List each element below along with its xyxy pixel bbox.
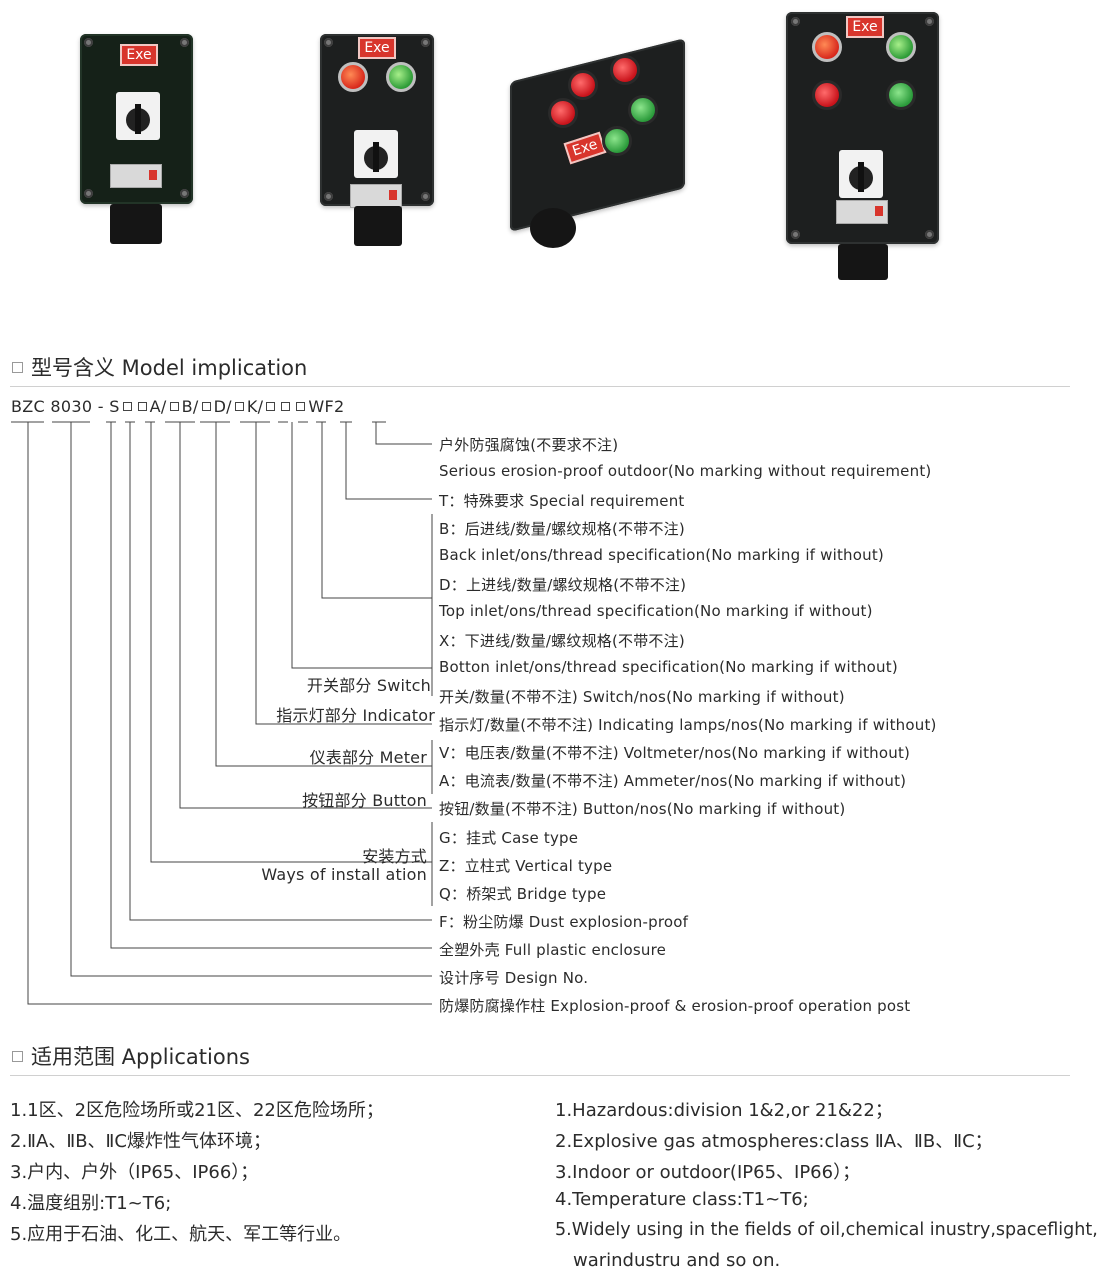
- desc-special: T：特殊要求 Special requirement: [439, 492, 685, 510]
- cable-gland: [110, 204, 162, 244]
- desc-full-plastic: 全塑外壳 Full plastic enclosure: [439, 941, 667, 959]
- cable-gland: [838, 244, 888, 280]
- push-button-red: [610, 55, 640, 85]
- desc-vertical-type: Z：立柱式 Vertical type: [439, 857, 613, 875]
- rotary-switch: [116, 92, 160, 140]
- push-button-red: [812, 80, 842, 110]
- code-wf2: WF2: [308, 397, 345, 416]
- screw: [925, 230, 934, 239]
- push-button-green: [602, 126, 632, 156]
- code-dash: -: [97, 397, 104, 416]
- screw: [84, 38, 93, 47]
- application-en-5: 5.Widely using in the fields of oil,chem…: [555, 1220, 1098, 1240]
- push-button-green: [628, 95, 658, 125]
- section-title-model: 型号含义 Model implication: [12, 352, 307, 382]
- product-photo-3: Exe: [500, 38, 695, 255]
- desc-bottom-inlet-cn: X：下进线/数量/螺纹规格(不带不注): [439, 632, 685, 650]
- desc-top-inlet-en: Top inlet/ons/thread specification(No ma…: [439, 602, 873, 620]
- desc-switch: 开关/数量(不带不注) Switch/nos(No marking if wit…: [439, 688, 845, 706]
- label-switch: 开关部分 Switch: [306, 676, 431, 695]
- screw: [421, 192, 430, 201]
- application-cn-2: 2.ⅡA、ⅡB、ⅡC爆炸性气体环境；: [10, 1131, 271, 1152]
- square-bullet-icon: [12, 362, 23, 373]
- code-bzc: BZC: [11, 397, 46, 416]
- desc-back-inlet-cn: B：后进线/数量/螺纹规格(不带不注): [439, 520, 685, 538]
- nameplate: [110, 164, 162, 188]
- indicator-lamp-red: [812, 32, 842, 62]
- desc-operation-post: 防爆防腐操作柱 Explosion-proof & erosion-proof …: [439, 997, 911, 1015]
- desc-back-inlet-en: Back inlet/ons/thread specification(No m…: [439, 546, 884, 564]
- desc-bottom-inlet-en: Botton inlet/ons/thread specification(No…: [439, 658, 898, 676]
- nameplate: [836, 200, 888, 224]
- product-photo-4: Exe: [786, 12, 941, 280]
- screw: [180, 38, 189, 47]
- label-install-en: Ways of install ation: [261, 865, 427, 884]
- screw: [180, 189, 189, 198]
- section-title-applications: 适用范围 Applications: [12, 1041, 250, 1071]
- application-en-1: 1.Hazardous:division 1&2,or 21&22；: [555, 1100, 893, 1121]
- screw: [324, 192, 333, 201]
- exe-label: Exe: [120, 44, 158, 66]
- desc-ammeter: A：电流表/数量(不带不注) Ammeter/nos(No marking if…: [439, 772, 907, 790]
- push-button-red: [568, 70, 598, 100]
- application-cn-3: 3.户内、户外（IP65、IP66）；: [10, 1162, 259, 1183]
- code-num: 8030: [50, 397, 93, 416]
- code-b: B/: [181, 397, 199, 416]
- label-meter: 仪表部分 Meter: [309, 748, 427, 767]
- product-photo-1: Exe: [80, 34, 195, 249]
- cable-gland: [530, 208, 576, 248]
- application-en-2: 2.Explosive gas atmospheres:class ⅡA、ⅡB、…: [555, 1131, 993, 1152]
- desc-bridge-type: Q：桥架式 Bridge type: [439, 885, 607, 903]
- label-install-cn: 安装方式: [362, 847, 427, 866]
- application-cn-4: 4.温度组别:T1~T6;: [10, 1193, 172, 1214]
- label-button: 按钮部分 Button: [302, 791, 427, 810]
- desc-top-inlet-cn: D：上进线/数量/螺纹规格(不带不注): [439, 576, 687, 594]
- desc-outdoor-en: Serious erosion-proof outdoor(No marking…: [439, 462, 932, 480]
- product-photo-2: Exe: [320, 34, 436, 249]
- desc-dust-proof: F：粉尘防爆 Dust explosion-proof: [439, 913, 689, 931]
- application-en-3: 3.Indoor or outdoor(IP65、IP66）；: [555, 1162, 861, 1183]
- cable-gland: [354, 206, 402, 246]
- model-connector-lines: [11, 421, 433, 1005]
- indicator-lamp-green: [386, 62, 416, 92]
- screw: [324, 38, 333, 47]
- screw: [791, 17, 800, 26]
- code-d: D/: [213, 397, 232, 416]
- model-code: BZC 8030 - S A/B/D/K/WF2: [11, 397, 344, 416]
- desc-case-type: G：挂式 Case type: [439, 829, 579, 847]
- indicator-lamp-green: [886, 32, 916, 62]
- desc-indicator: 指示灯/数量(不带不注) Indicating lamps/nos(No mar…: [439, 716, 937, 734]
- nameplate: [350, 184, 402, 208]
- push-button-red: [548, 98, 578, 128]
- desc-button: 按钮/数量(不带不注) Button/nos(No marking if wit…: [439, 800, 846, 818]
- screw: [84, 189, 93, 198]
- screw: [925, 17, 934, 26]
- application-en-4: 4.Temperature class:T1~T6;: [555, 1189, 809, 1210]
- exe-label: Exe: [846, 16, 884, 38]
- exe-label: Exe: [358, 37, 396, 59]
- code-a: A/: [149, 397, 167, 416]
- rotary-switch: [839, 150, 883, 198]
- rotary-switch: [354, 130, 398, 178]
- code-k: K/: [246, 397, 264, 416]
- indicator-lamp-red: [338, 62, 368, 92]
- desc-voltmeter: V：电压表/数量(不带不注) Voltmeter/nos(No marking …: [439, 744, 911, 762]
- desc-design-no: 设计序号 Design No.: [439, 969, 589, 987]
- code-s: S: [109, 397, 120, 416]
- application-en-6: warindustru and so on.: [573, 1250, 781, 1271]
- screw: [421, 38, 430, 47]
- screw: [791, 230, 800, 239]
- push-button-green: [886, 80, 916, 110]
- label-indicator: 指示灯部分 Indicator: [276, 706, 435, 725]
- application-cn-1: 1.1区、2区危险场所或21区、22区危险场所；: [10, 1100, 384, 1121]
- application-cn-5: 5.应用于石油、化工、航天、军工等行业。: [10, 1224, 352, 1245]
- square-bullet-icon: [12, 1051, 23, 1062]
- section-divider: [10, 1075, 1070, 1076]
- section-divider: [10, 386, 1070, 387]
- desc-outdoor-cn: 户外防强腐蚀(不要求不注): [439, 436, 619, 454]
